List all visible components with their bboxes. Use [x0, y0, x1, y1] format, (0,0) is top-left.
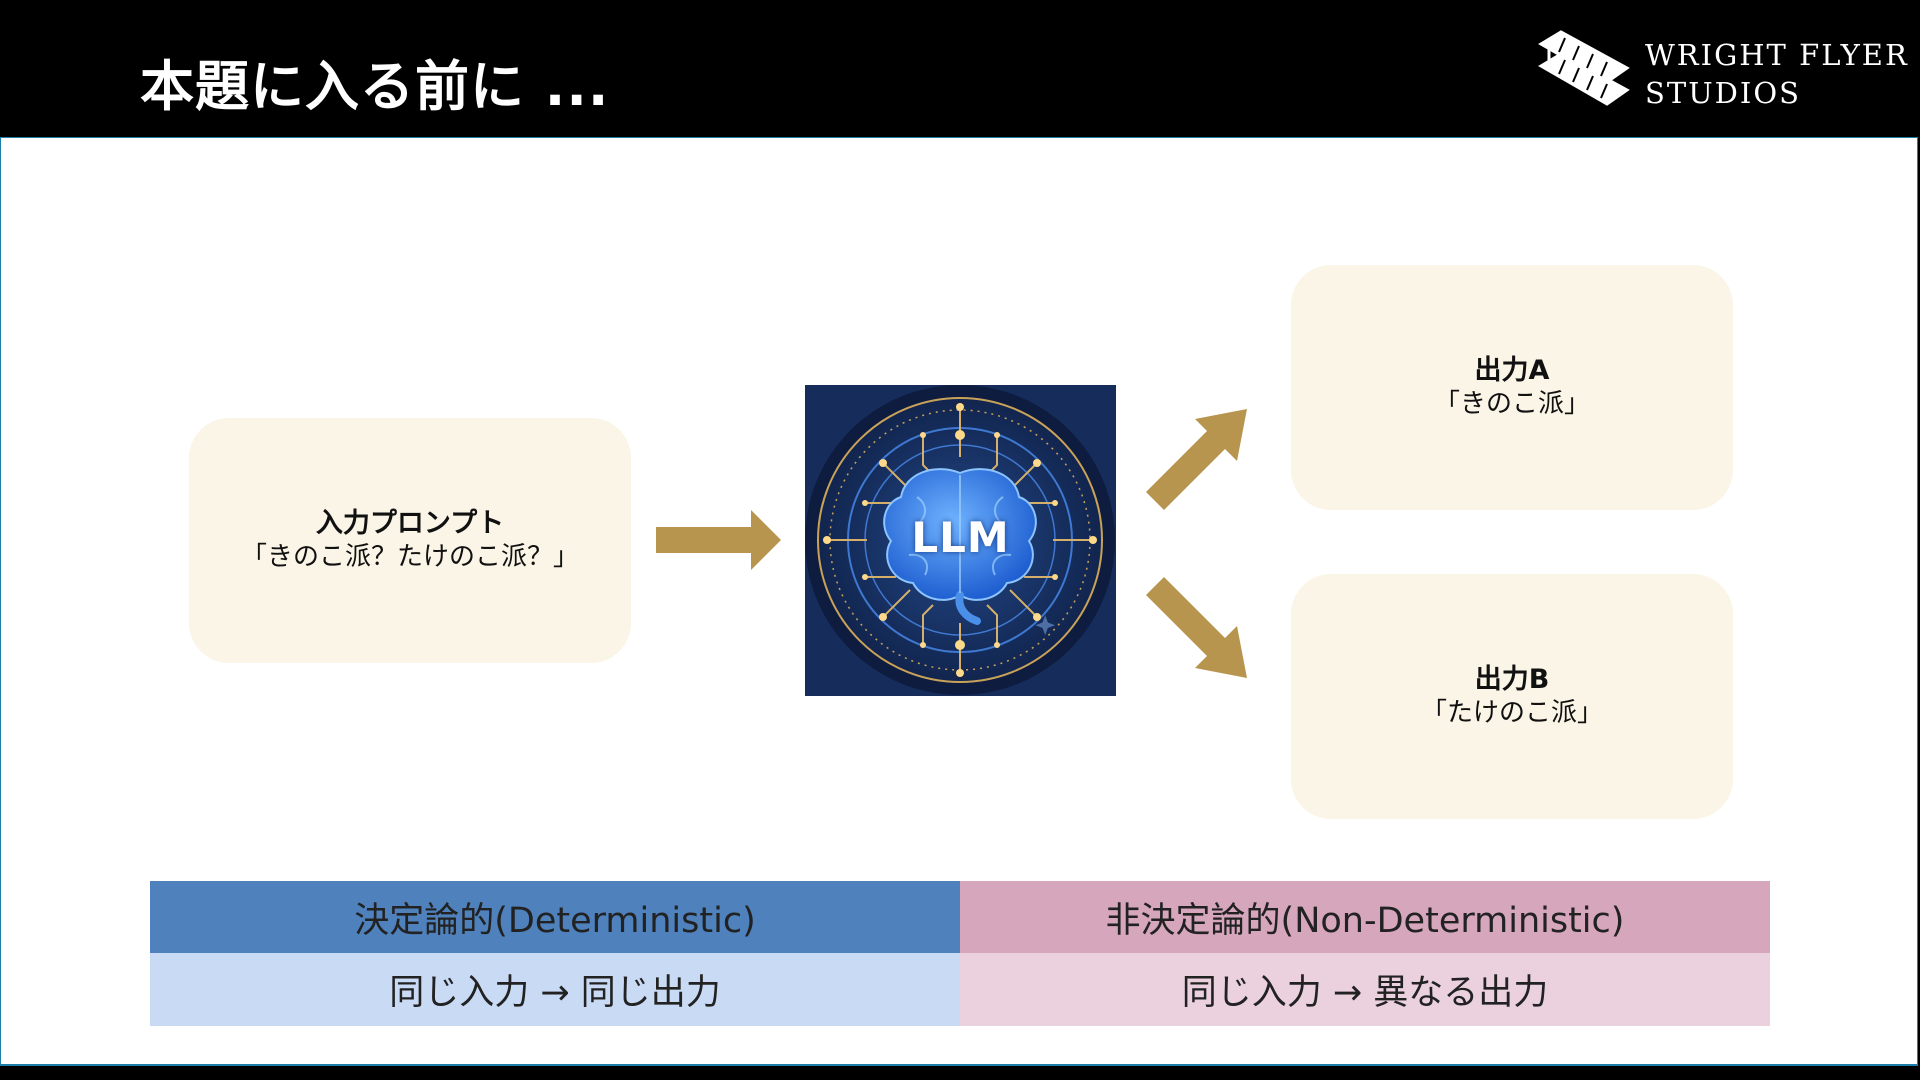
slide-title: 本題に入る前に ...: [140, 55, 610, 118]
logo-line-1: WRIGHT FLYER: [1645, 38, 1909, 72]
input-prompt-box: 入力プロンプト 「きのこ派？たけのこ派？」: [189, 418, 631, 663]
input-prompt-title: 入力プロンプト: [315, 507, 505, 539]
llm-label: LLM: [911, 513, 1010, 562]
output-b-box: 出力B 「たけのこ派」: [1291, 574, 1733, 819]
arrow-up-right-icon: [1146, 409, 1247, 510]
brain-circuit-icon: [805, 385, 1116, 696]
logo-wordmark: WRIGHT FLYER STUDIOS: [1645, 36, 1909, 112]
slide-header: 本題に入る前に ... WRIGHT FLY: [0, 0, 1920, 137]
logo-line-2: STUDIOS: [1645, 76, 1801, 110]
output-a-text: 「きのこ派」: [1433, 388, 1590, 419]
arrow-right-icon: [656, 510, 781, 570]
non-deterministic-description: 同じ入力 → 異なる出力: [960, 953, 1770, 1026]
arrow-down-right-icon: [1146, 577, 1247, 678]
output-a-box: 出力A 「きのこ派」: [1291, 265, 1733, 510]
comparison-table: 決定論的(Deterministic) 非決定論的(Non-Determinis…: [150, 881, 1770, 1026]
input-prompt-text: 「きのこ派？たけのこ派？」: [240, 541, 579, 572]
company-logo: WRIGHT FLYER STUDIOS: [1535, 26, 1907, 111]
deterministic-header: 決定論的(Deterministic): [150, 881, 960, 953]
output-a-title: 出力A: [1474, 354, 1550, 386]
output-b-text: 「たけのこ派」: [1420, 697, 1603, 728]
llm-model-image: LLM: [805, 385, 1116, 696]
deterministic-description: 同じ入力 → 同じ出力: [150, 953, 960, 1026]
non-deterministic-header: 非決定論的(Non-Deterministic): [960, 881, 1770, 953]
biplane-icon: [1538, 30, 1630, 106]
output-b-title: 出力B: [1474, 663, 1550, 695]
